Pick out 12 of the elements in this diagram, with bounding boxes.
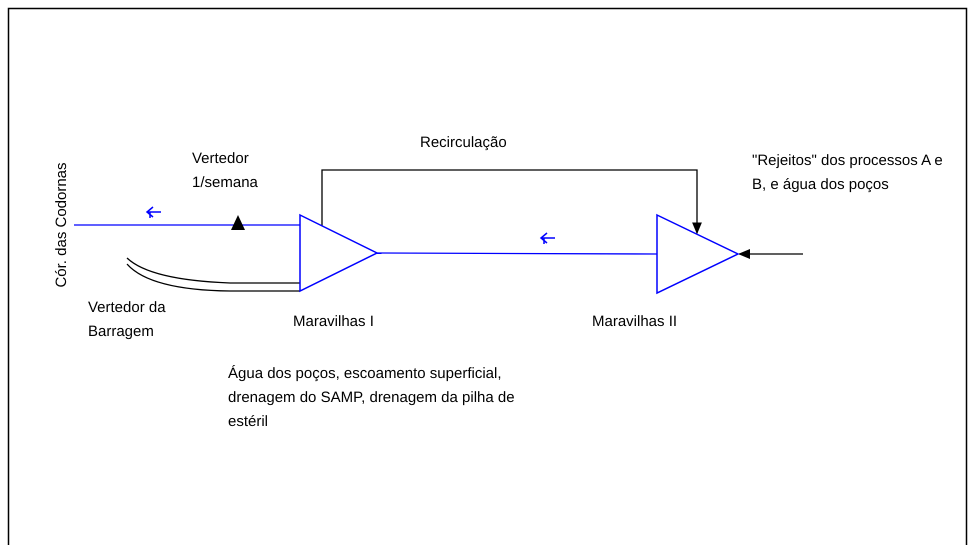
node-label: Maravilhas I <box>293 312 374 332</box>
annotation-text: Vertedor 1/semana <box>192 149 259 193</box>
annotation-text: "Rejeitos" dos processos A e B, e água dos poços <box>752 151 944 195</box>
node-label: Vertedor da Barragem <box>88 298 167 342</box>
flow-line <box>377 252 657 255</box>
arrow <box>321 169 702 234</box>
annotation-text: Água dos poços, escoamento superficial, drenagem do SAMP, drenagem da pilha de estéril <box>228 364 516 432</box>
inflow-arrow <box>738 249 803 259</box>
node-label: Maravilhas II <box>592 312 678 332</box>
flow-line <box>74 224 300 226</box>
spillway-channel <box>126 258 300 292</box>
stream-label: Cór. das Codornas <box>52 162 71 288</box>
